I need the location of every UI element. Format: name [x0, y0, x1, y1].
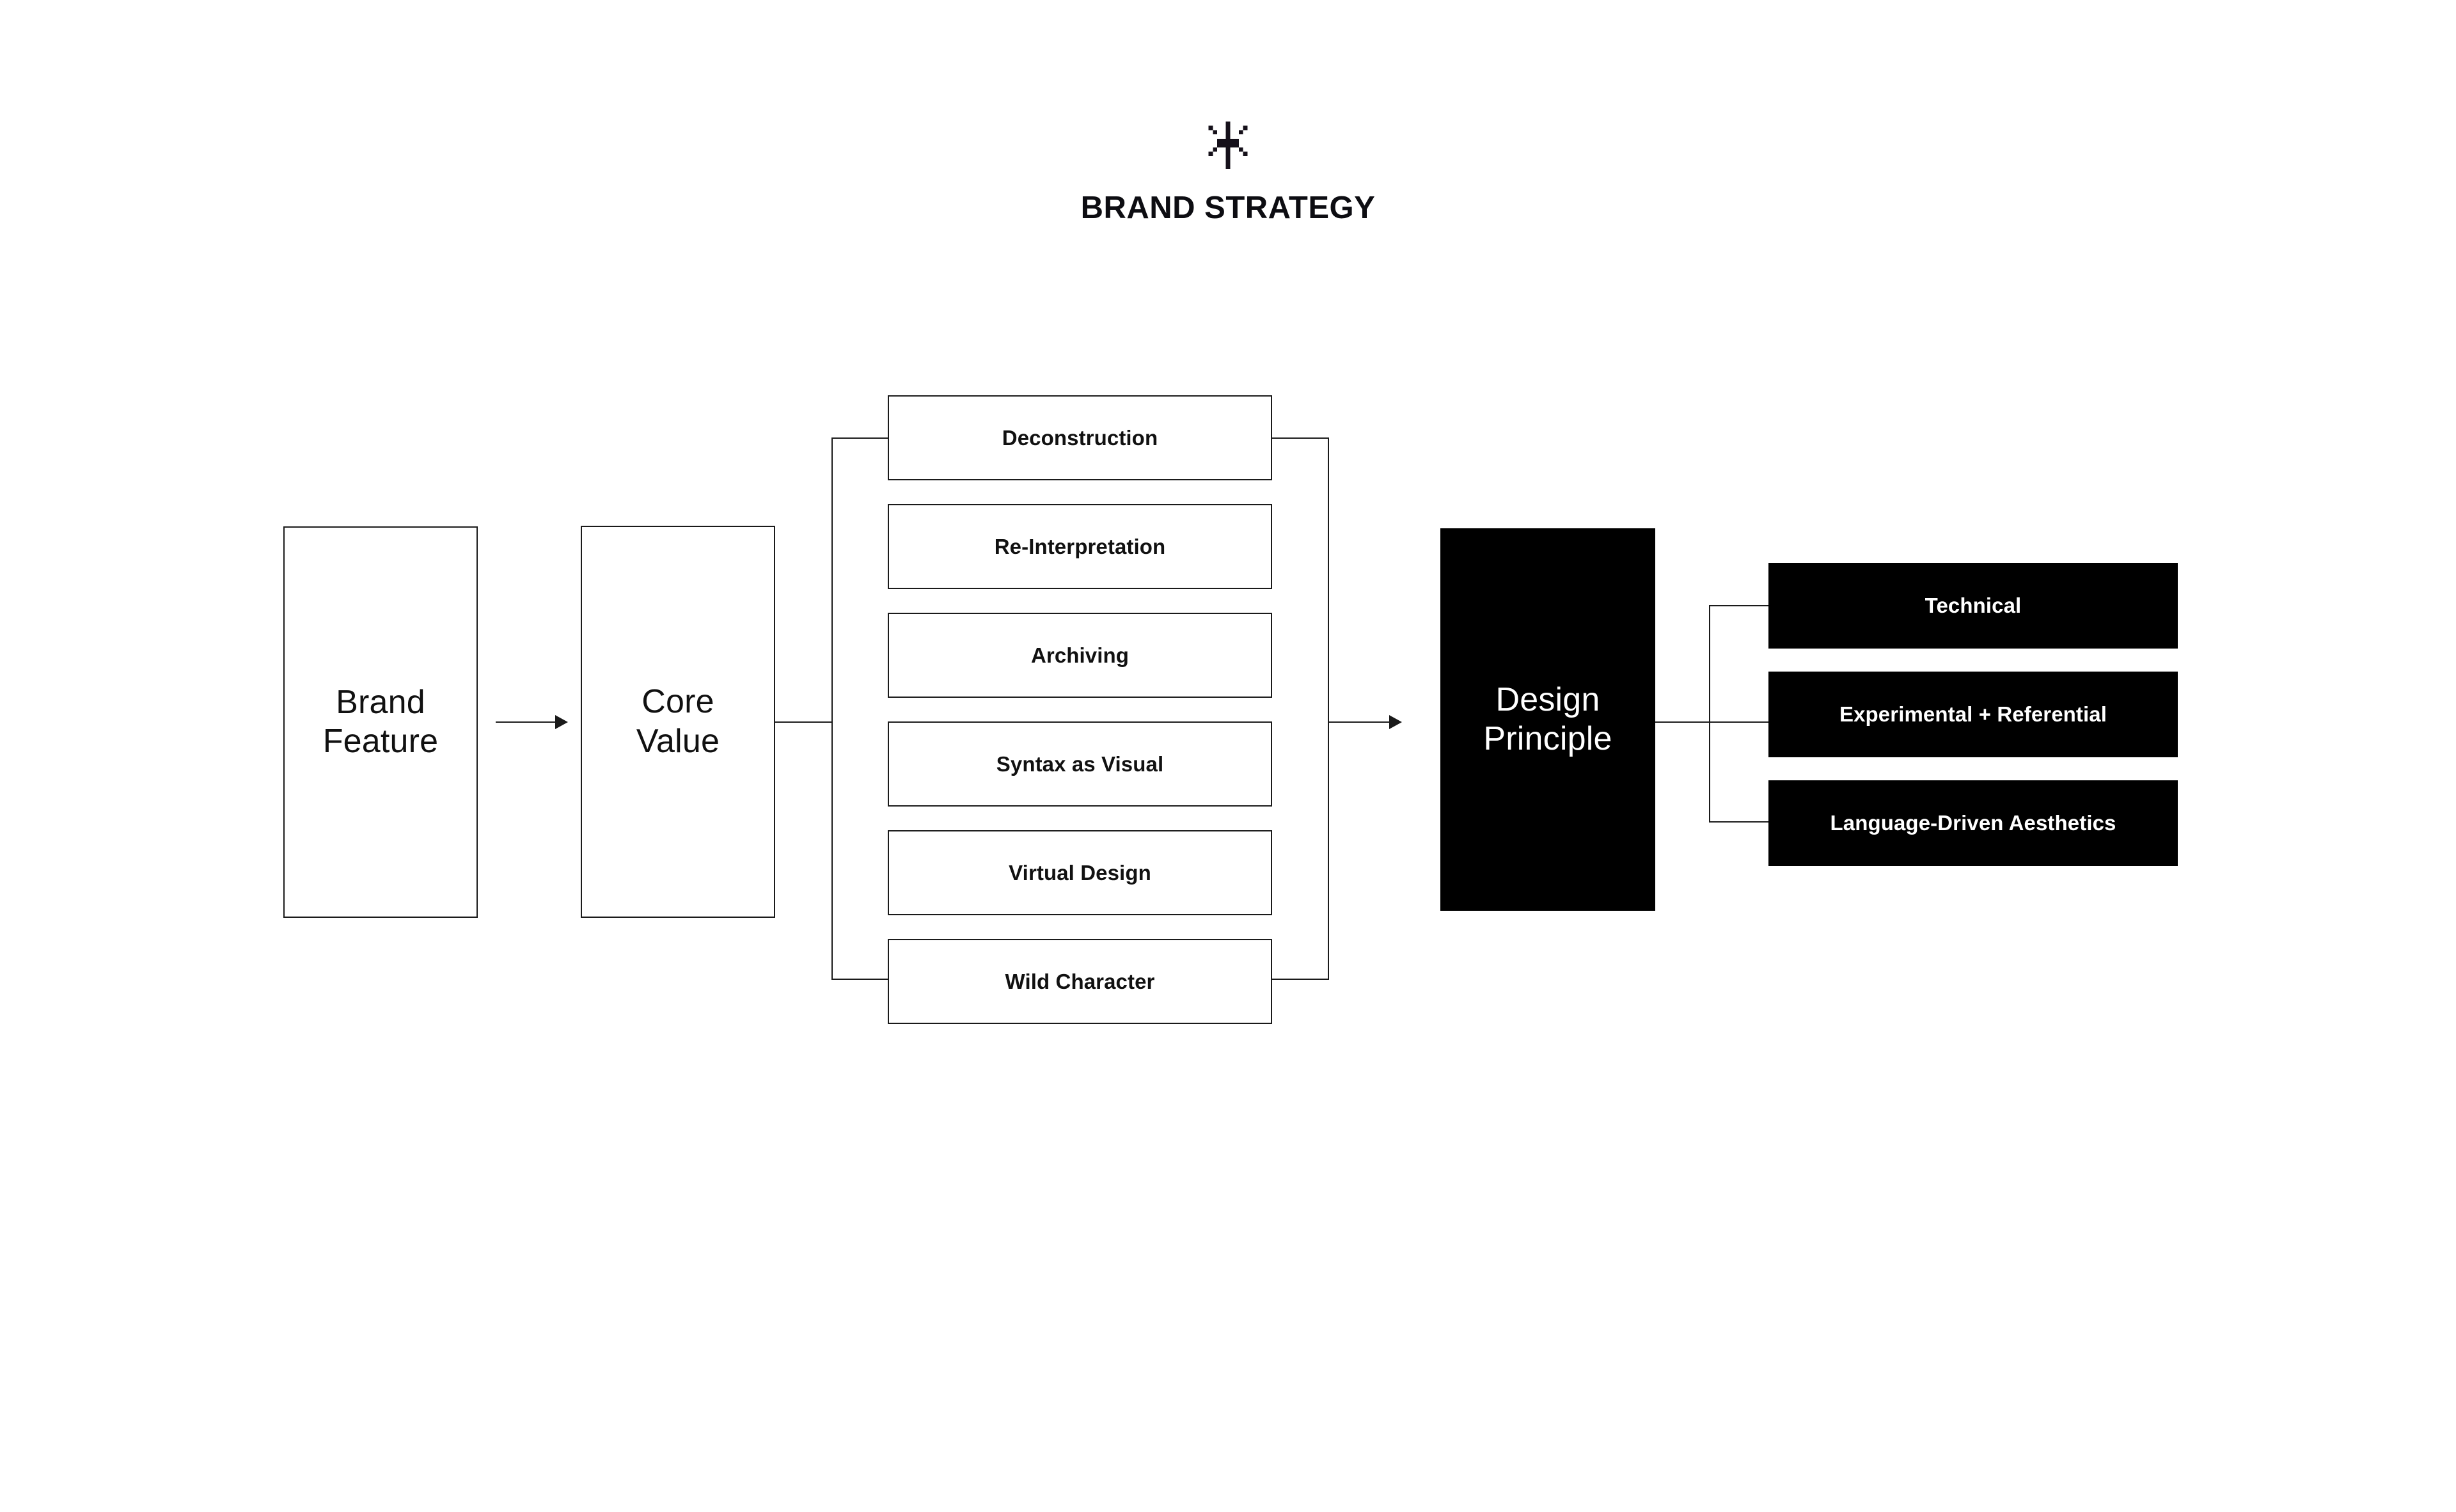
core-value-item-wild-character[interactable]: Wild Character	[888, 939, 1272, 1024]
bracket-branch-right-top	[1271, 437, 1329, 439]
core-value-item-virtual-design[interactable]: Virtual Design	[888, 830, 1272, 915]
bracket-branch-left-top	[831, 437, 889, 439]
page-title: BRAND STRATEGY	[1080, 191, 1376, 225]
item-label: Syntax as Visual	[996, 752, 1164, 776]
item-label: Archiving	[1030, 643, 1130, 667]
item-label: Wild Character	[1005, 969, 1155, 993]
arrowhead-brand-to-core	[555, 715, 568, 729]
pixel-asterisk-icon	[1204, 122, 1252, 169]
core-value-item-syntax-as-visual[interactable]: Syntax as Visual	[888, 721, 1272, 807]
bracket-branch-left-bottom	[831, 979, 889, 980]
core-value-item-archiving[interactable]: Archiving	[888, 613, 1272, 698]
bracket-spine-left	[831, 437, 833, 980]
connector-design-to-bracket	[1655, 721, 1710, 723]
design-principle-item-language-driven-aesthetics[interactable]: Language-Driven Aesthetics	[1768, 780, 2178, 866]
item-label: Deconstruction	[1002, 425, 1158, 450]
item-label: Re-Interpretation	[994, 534, 1166, 558]
arrowhead-items-to-design	[1389, 715, 1402, 729]
design-principle-item-experimental-referential[interactable]: Experimental + Referential	[1768, 672, 2178, 757]
item-label: Virtual Design	[1009, 860, 1151, 885]
bracket-spine-outputs	[1709, 605, 1710, 823]
bracket-branch-right-bottom	[1271, 979, 1329, 980]
design-principle-item-technical[interactable]: Technical	[1768, 563, 2178, 649]
bracket-branch-output-language	[1709, 821, 1769, 823]
connector-items-to-design	[1328, 721, 1392, 723]
item-label: Technical	[1925, 594, 2022, 618]
connector-core-to-bracket	[775, 721, 833, 723]
item-label: Language-Driven Aesthetics	[1830, 811, 2116, 835]
bracket-branch-output-technical	[1709, 605, 1769, 606]
core-value-item-re-interpretation[interactable]: Re-Interpretation	[888, 504, 1272, 589]
connector-brand-to-core	[496, 721, 556, 723]
diagram-header: BRAND STRATEGY	[0, 122, 2456, 224]
bracket-spine-right	[1328, 437, 1329, 980]
item-label: Experimental + Referential	[1839, 702, 2107, 727]
bracket-branch-output-experimental	[1709, 721, 1769, 723]
core-value-item-deconstruction[interactable]: Deconstruction	[888, 395, 1272, 480]
